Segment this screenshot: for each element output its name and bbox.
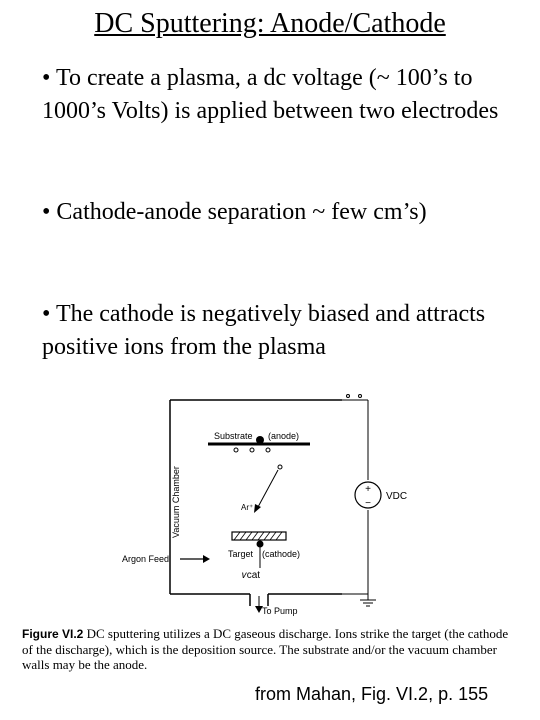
slide-title: DC Sputtering: Anode/Cathode: [94, 8, 446, 39]
source-minus: −: [365, 498, 371, 509]
bullet-cathode-bias: • The cathode is negatively biased and a…: [42, 301, 486, 360]
ion-trajectory: [257, 469, 279, 508]
cathode-contact: [256, 540, 264, 548]
bullet-separation: • Cathode-anode separation ~ few cm’s): [42, 199, 427, 225]
caption-text: DC sputtering utilizes a DC gaseous disc…: [22, 626, 509, 672]
dc-source-symbol: [354, 481, 382, 509]
figure-caption: Figure VI.2 DC sputtering utilizes a DC …: [22, 626, 522, 672]
target-block: [231, 531, 287, 541]
to-pump-label: To Pump: [262, 606, 298, 616]
source-credit: from Mahan, Fig. VI.2, p. 155: [255, 684, 489, 704]
target-hatch: [233, 531, 283, 541]
argon-feed-arrow: [203, 555, 210, 563]
source-plus: +: [365, 484, 371, 495]
vcat-label: 𝑣cat: [242, 570, 260, 581]
anode-contact: [256, 436, 264, 444]
anode-label: (anode): [268, 431, 299, 441]
pump-arrow-head: [255, 606, 263, 613]
ion-arrow-head: [254, 504, 261, 513]
sputtering-diagram: Vacuum Chamber Substrate (anode) Ar⁺ Tar…: [122, 394, 407, 616]
ion-label: Ar⁺: [241, 503, 253, 512]
switch: [346, 394, 362, 398]
ground-icon: [360, 594, 376, 607]
argon-feed-label: Argon Feed: [122, 554, 169, 564]
vdc-label: VDC: [386, 491, 407, 502]
vacuum-chamber: [169, 399, 342, 595]
substrate-label: Substrate: [214, 431, 253, 441]
caption-label: Figure VI.2: [22, 627, 84, 641]
target-label: Target: [228, 549, 254, 559]
circuit-wiring: [259, 399, 369, 595]
cathode-label: (cathode): [262, 549, 300, 559]
bullet-plasma-voltage: • To create a plasma, a dc voltage (~ 10…: [42, 65, 499, 124]
chamber-label: Vacuum Chamber: [171, 466, 181, 538]
deposited-atoms: [233, 447, 283, 470]
